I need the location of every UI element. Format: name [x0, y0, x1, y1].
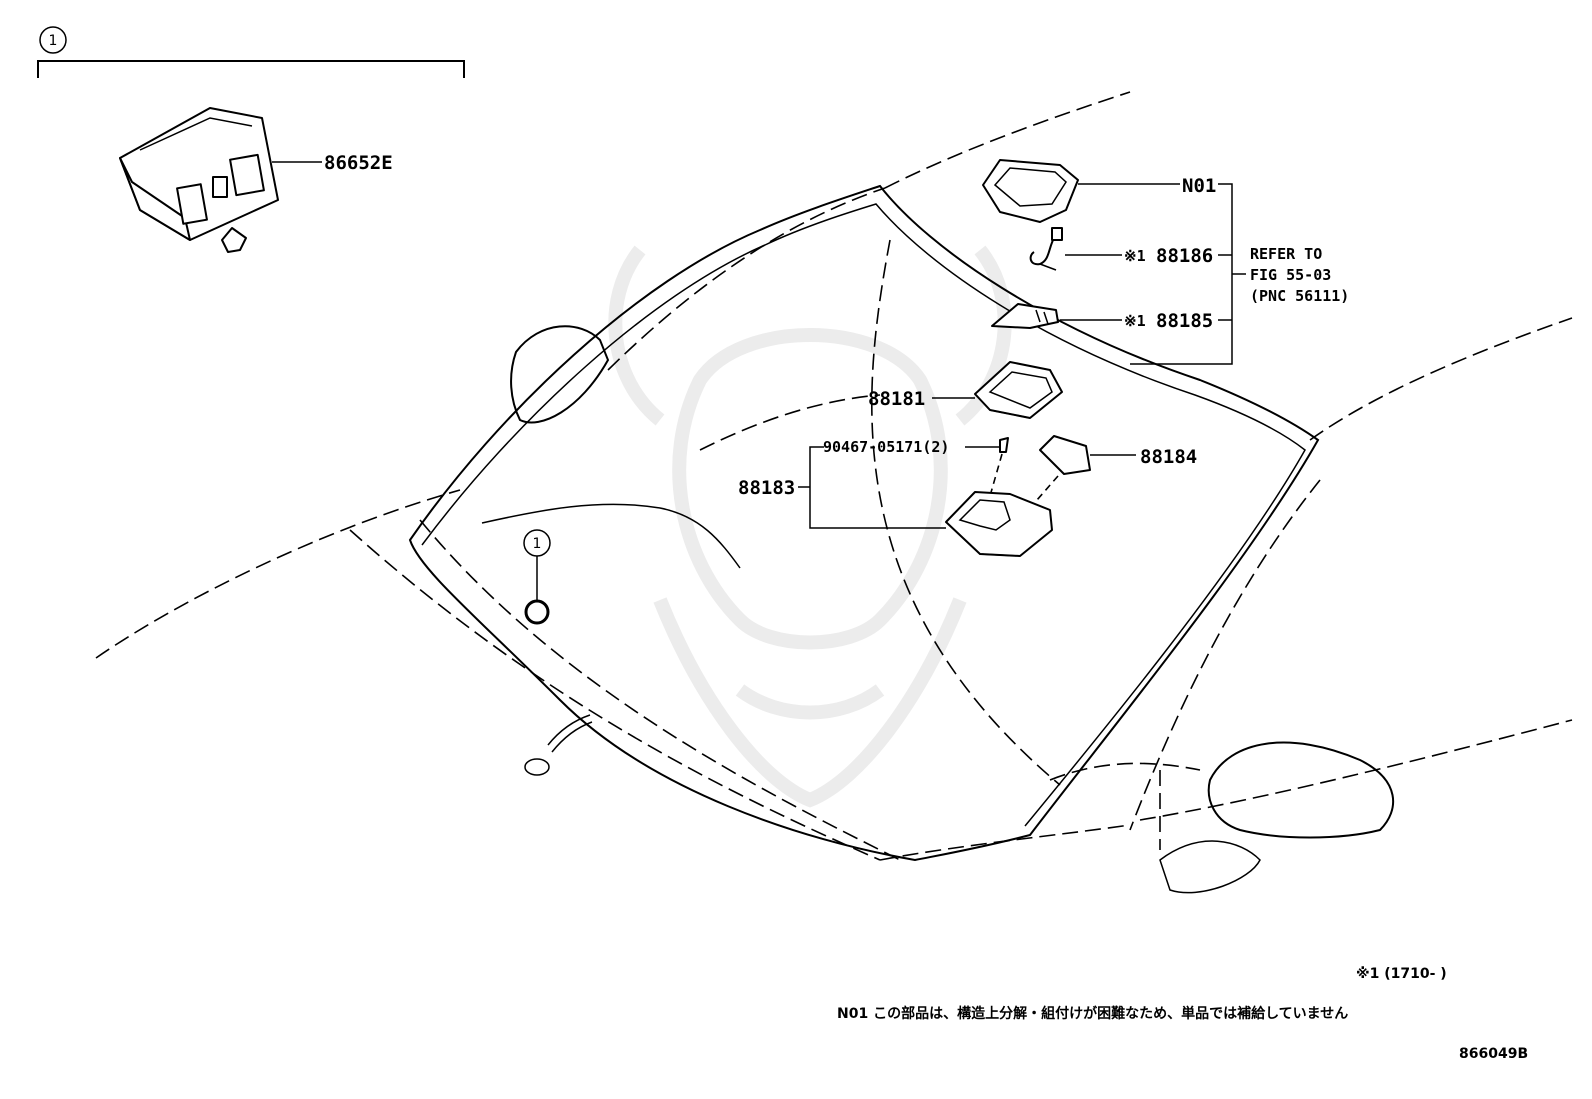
- windshield: [408, 184, 1320, 862]
- footnote-n01: N01 この部品は、構造上分解・組付けが困難なため、単品では補給していません: [837, 1005, 1348, 1022]
- reference-bracket: 1: [37, 26, 465, 78]
- part-88181-unit: [974, 361, 1063, 419]
- part-88186-harness: [1029, 227, 1063, 271]
- wiring-clip: [524, 714, 593, 776]
- note-mark-88185: ※1: [1124, 312, 1146, 330]
- part-86652E-module: [119, 107, 279, 253]
- footnote-mark: ※1 (1710- ): [1356, 966, 1447, 982]
- callout-circle-label: 1: [533, 536, 542, 552]
- left-mirror: [510, 325, 610, 424]
- refer-to-line-3: (PNC 56111): [1250, 287, 1349, 305]
- refer-bracket: [1130, 183, 1246, 365]
- part-88184-cover: [1029, 435, 1091, 509]
- ref-circle-label: 1: [49, 33, 58, 49]
- watermark-emblem: [608, 245, 1012, 808]
- part-N01-bracket: [982, 159, 1079, 223]
- part-88185-cover: [991, 303, 1059, 329]
- note-mark-88186: ※1: [1124, 247, 1146, 265]
- refer-to-line-1: REFER TO: [1250, 245, 1322, 263]
- part-number-88185: 88185: [1156, 310, 1213, 332]
- right-mirror: [1159, 741, 1394, 894]
- vehicle-outline: [95, 91, 1573, 861]
- part-number-88181: 88181: [868, 388, 925, 410]
- refer-to-line-2: FIG 55-03: [1250, 266, 1331, 284]
- part-88183-housing: [945, 491, 1053, 557]
- part-number-86652E: 86652E: [324, 152, 393, 174]
- part-number-88183: 88183: [738, 477, 795, 499]
- part-number-88184: 88184: [1140, 446, 1197, 468]
- part-number-88186: 88186: [1156, 245, 1213, 267]
- part-90467-screw: [989, 437, 1009, 497]
- windshield-callout: 1: [523, 529, 551, 625]
- part-number-90467-05171: 90467-05171(2): [823, 438, 949, 456]
- figure-id: 866049B: [1459, 1046, 1528, 1062]
- part-number-N01: N01: [1182, 175, 1216, 197]
